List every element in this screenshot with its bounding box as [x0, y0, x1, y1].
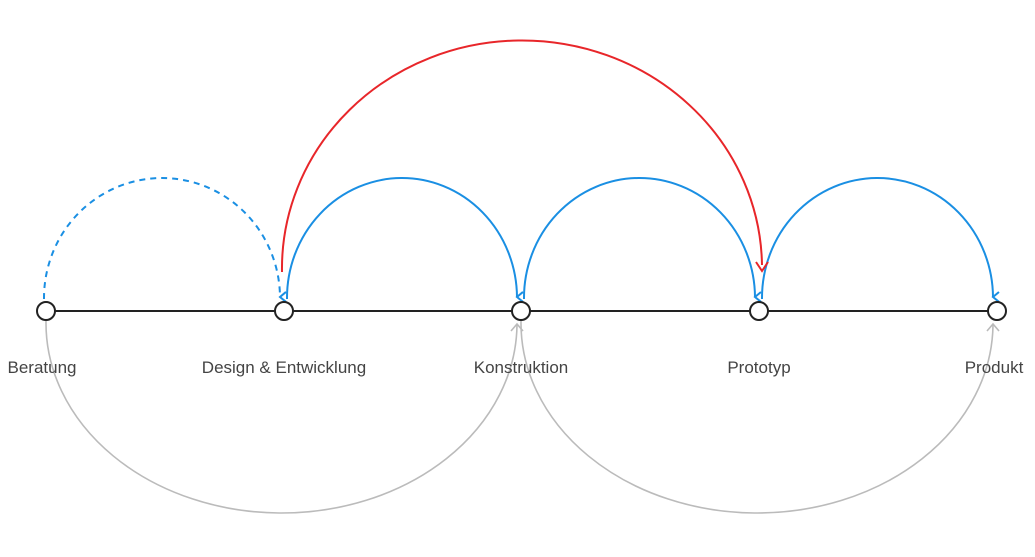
arc-feedback-2-4	[520, 320, 994, 514]
arc-forward-0-1	[42, 177, 287, 303]
stage-label: Beratung	[7, 358, 77, 377]
stage-label: Design & Entwicklung	[201, 358, 367, 377]
arrowhead-icon	[510, 322, 524, 332]
arrowhead-icon	[986, 322, 1000, 332]
stage-label: Konstruktion	[473, 358, 569, 377]
stage-node-2	[511, 301, 531, 321]
arc-forward-1-2	[285, 177, 524, 303]
arc-forward-2-3	[522, 177, 762, 303]
arrowhead-icon	[755, 261, 769, 273]
stage-label: Produkt	[964, 358, 1024, 377]
arc-skip-1-3	[280, 39, 763, 273]
stage-node-4	[987, 301, 1007, 321]
stage-node-0	[36, 301, 56, 321]
stage-node-3	[749, 301, 769, 321]
stage-node-1	[274, 301, 294, 321]
stage-label: Prototyp	[727, 358, 791, 377]
arc-feedback-0-2	[45, 320, 518, 514]
arc-forward-3-4	[760, 177, 1000, 303]
